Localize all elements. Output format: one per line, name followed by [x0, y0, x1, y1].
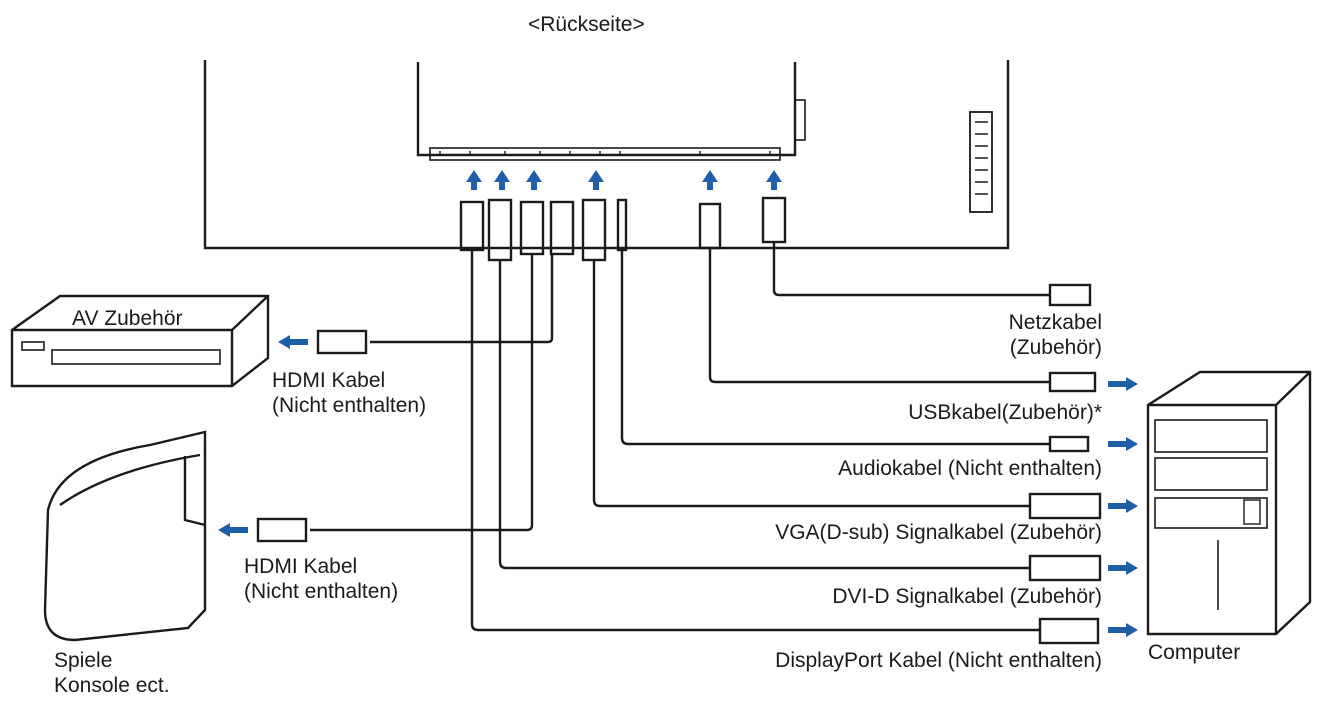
audio-cable-label: Audiokabel (Nicht enthalten): [838, 457, 1102, 480]
cable-dvi: [498, 260, 1030, 570]
displayport-cable-label: DisplayPort Kabel (Nicht enthalten): [775, 649, 1102, 672]
cable-usb: [708, 248, 1050, 384]
usb-cable-label: USBkabel(Zubehör)*: [908, 401, 1102, 424]
cable-hdmi-console: [310, 254, 534, 532]
panel-side-tab: [794, 99, 806, 141]
hdmi-console-label: HDMI Kabel (Nicht enthalten): [244, 554, 398, 604]
hdmi-av-label-line2: (Nicht enthalten): [272, 394, 427, 417]
dvi-plug: [487, 198, 513, 262]
cable-audio: [620, 250, 1050, 446]
audio-plug: [616, 198, 628, 252]
console-label-line2: Konsole ect.: [54, 674, 170, 697]
av-device-body: [10, 294, 270, 388]
computer-label: Computer: [1148, 641, 1241, 664]
console-label-line1: Spiele: [54, 649, 113, 672]
hdmi-console-label-line2: (Nicht enthalten): [244, 580, 399, 603]
computer-body: [1146, 370, 1312, 636]
monitor-back-outline: [203, 60, 1010, 250]
cable-vga: [592, 260, 1030, 508]
cable-displayport: [470, 250, 1040, 632]
panel-strip: [429, 147, 781, 161]
cable-hdmi-av: [370, 254, 554, 344]
power-cable-label-line1: Netzkabel: [1008, 311, 1102, 334]
av-device-label: AV Zubehör: [72, 307, 183, 330]
power-cable-label: Netzkabel (Zubehör): [1009, 310, 1102, 360]
side-connector-strip: [969, 111, 993, 213]
hdmi-av-label: HDMI Kabel (Nicht enthalten): [272, 368, 426, 418]
hdmi-plug-1: [519, 200, 545, 256]
hdmi-console-label-line1: HDMI Kabel: [244, 555, 358, 578]
connector-panel: [416, 62, 797, 157]
hdmi-plug-2: [549, 200, 575, 256]
vga-cable-label: VGA(D-sub) Signalkabel (Zubehör): [775, 521, 1102, 544]
hdmi-av-label-line1: HDMI Kabel: [272, 369, 386, 392]
console-label: Spiele Konsole ect.: [54, 648, 170, 698]
console-body: [43, 430, 207, 642]
power-cable-label-line2: (Zubehör): [1009, 336, 1102, 359]
dvi-cable-label: DVI-D Signalkabel (Zubehör): [832, 585, 1102, 608]
dp-plug: [459, 200, 485, 252]
cable-power: [772, 242, 1050, 297]
diagram-title: <Rückseite>: [528, 13, 645, 36]
vga-plug: [581, 198, 607, 262]
power-plug: [761, 196, 787, 244]
usb-plug: [698, 202, 722, 250]
